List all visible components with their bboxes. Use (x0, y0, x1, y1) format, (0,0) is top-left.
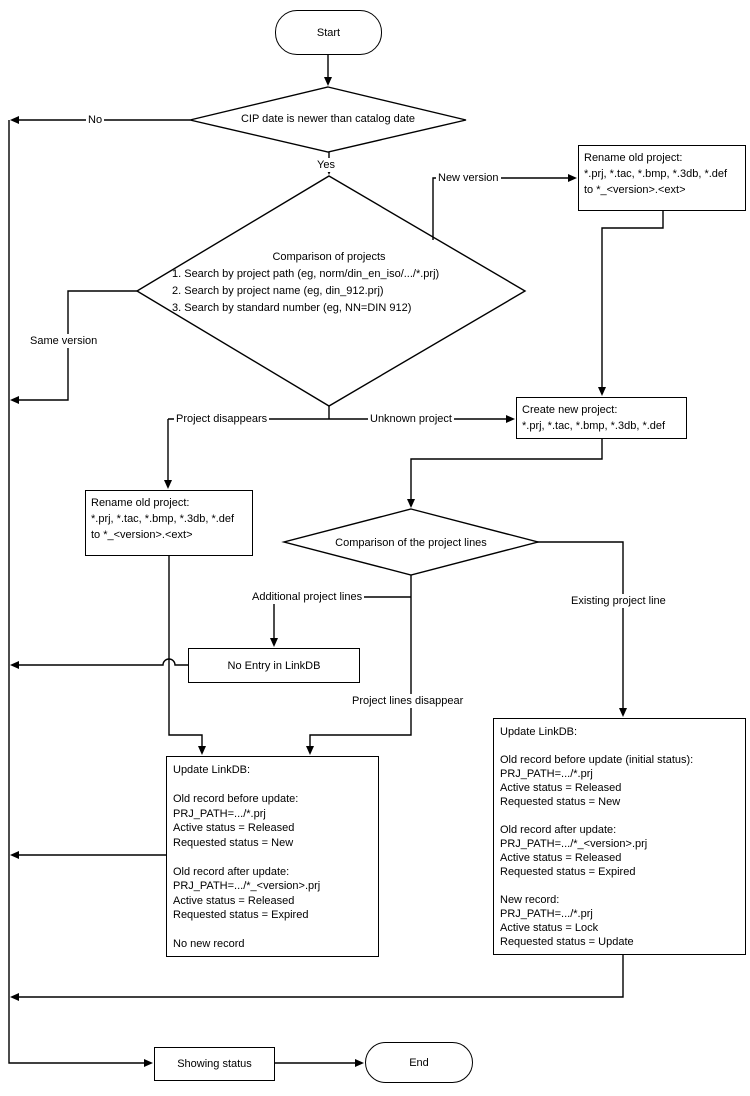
box-line: Old record before update (initial status… (500, 754, 694, 766)
box-line: Update LinkDB: (500, 726, 578, 738)
arrowhead (10, 661, 19, 669)
showing-status-label: Showing status (177, 1058, 252, 1070)
edge-label-project-disappears: Project disappears (174, 412, 270, 426)
decision-projects-item: 2. Search by project name (eg, din_912.p… (172, 285, 384, 297)
decision-projects-item: 3. Search by standard number (eg, NN=DIN… (172, 302, 412, 314)
arrowhead (568, 174, 577, 182)
box-line: PRJ_PATH=.../*.prj (500, 768, 593, 780)
decision-cip-shape (189, 86, 467, 153)
end-label: End (409, 1056, 429, 1069)
box-line: Requested status = Expired (173, 909, 309, 921)
connector-line (601, 211, 664, 387)
arrowhead (306, 746, 314, 755)
box-line: Update LinkDB: (173, 764, 251, 776)
box-line: Requested status = New (500, 796, 621, 808)
box-line: Requested status = New (173, 836, 294, 849)
decision-project-lines-label: Comparison of the project lines (335, 537, 487, 549)
box-line: Active status = Released (173, 894, 295, 907)
box-line: Active status = Released (173, 822, 295, 834)
update-linkdb-right-box: Update LinkDB: Old record before update … (493, 718, 746, 955)
edge-label-new-version: New version (436, 171, 501, 185)
box-line: New record: (500, 894, 560, 906)
arrowhead (355, 1059, 364, 1067)
decision-projects-text: Comparison of projects 1. Search by proj… (163, 249, 495, 317)
box-line (173, 850, 372, 865)
arrowhead (198, 746, 206, 755)
arrowhead (407, 499, 415, 508)
box-line: Requested status = Expired (500, 866, 636, 878)
box-line: No new record (173, 938, 245, 950)
box-line (500, 809, 739, 823)
box-line (500, 879, 739, 893)
connector-line (168, 556, 203, 746)
box-line: PRJ_PATH=.../*.prj (500, 908, 593, 920)
box-line: *.prj, *.tac, *.bmp, *.3db, *.def (522, 420, 666, 432)
decision-projects-title: Comparison of projects (272, 251, 386, 263)
arrowhead (506, 415, 515, 423)
arrowhead (598, 387, 606, 396)
box-line: PRJ_PATH=.../*_<version>.prj (500, 838, 648, 850)
arrowhead (10, 993, 19, 1001)
arrowhead (10, 851, 19, 859)
edge-label-existing-project-line: Existing project line (569, 594, 668, 608)
arrowhead (10, 396, 19, 404)
connector-line (536, 541, 624, 708)
arrowhead (324, 77, 332, 86)
update-linkdb-left-box: Update LinkDB: Old record before update:… (166, 756, 379, 957)
box-line: Active status = Lock (500, 922, 599, 934)
box-line: Old record after update: (173, 865, 290, 878)
box-line: PRJ_PATH=.../*.prj (173, 807, 266, 820)
showing-status-box: Showing status (154, 1047, 275, 1081)
no-entry-linkdb-box: No Entry in LinkDB (188, 648, 360, 683)
edge-label-unknown-project: Unknown project (368, 412, 454, 426)
edge-label-additional-project-lines: Additional project lines (250, 590, 365, 604)
box-line: Requested status = Update (500, 936, 634, 948)
decision-projects-item: 1. Search by project path (eg, norm/din_… (172, 268, 440, 280)
connector-line (309, 575, 412, 746)
box-line (500, 739, 739, 753)
create-new-project-box: Create new project: *.prj, *.tac, *.bmp,… (516, 397, 687, 439)
start-label: Start (316, 26, 341, 39)
arrowhead (144, 1059, 153, 1067)
edge-label-project-lines-disappear: Project lines disappear (350, 694, 466, 708)
box-line: PRJ_PATH=.../*_<version>.prj (173, 880, 321, 892)
no-entry-label: No Entry in LinkDB (227, 659, 321, 672)
connector-line (432, 177, 568, 240)
box-line: to *_<version>.<ext> (91, 529, 193, 541)
connector-line-with-hop (19, 658, 188, 666)
rename-old-project-top-box: Rename old project: *.prj, *.tac, *.bmp,… (578, 145, 746, 211)
box-line (173, 778, 372, 793)
box-line: Active status = Released (500, 852, 622, 864)
box-line: *.prj, *.tac, *.bmp, *.3db, *.def (584, 168, 728, 180)
start-node: Start (275, 10, 382, 55)
connector-line (410, 439, 603, 499)
box-line: *.prj, *.tac, *.bmp, *.3db, *.def (91, 513, 235, 525)
box-line: Old record before update: (173, 793, 299, 805)
arrowhead (164, 480, 172, 489)
box-line: Rename old project: (91, 497, 190, 509)
box-line: Create new project: (522, 404, 618, 416)
box-line: Rename old project: (584, 152, 683, 164)
arrowhead (270, 638, 278, 647)
rename-old-project-left-box: Rename old project: *.prj, *.tac, *.bmp,… (85, 490, 253, 556)
decision-cip-label: CIP date is newer than catalog date (240, 113, 416, 125)
arrowhead (10, 116, 19, 124)
box-line: to *_<version>.<ext> (584, 184, 686, 196)
box-line: Active status = Released (500, 782, 622, 794)
edge-label-yes: Yes (315, 158, 337, 172)
end-node: End (365, 1042, 473, 1083)
connector-line (8, 120, 144, 1064)
arrowhead (619, 708, 627, 717)
edge-label-same-version: Same version (28, 334, 100, 348)
box-line (173, 923, 372, 938)
box-line: Old record after update: (500, 824, 617, 836)
edge-label-no: No (86, 113, 105, 127)
connector-line (19, 955, 624, 998)
